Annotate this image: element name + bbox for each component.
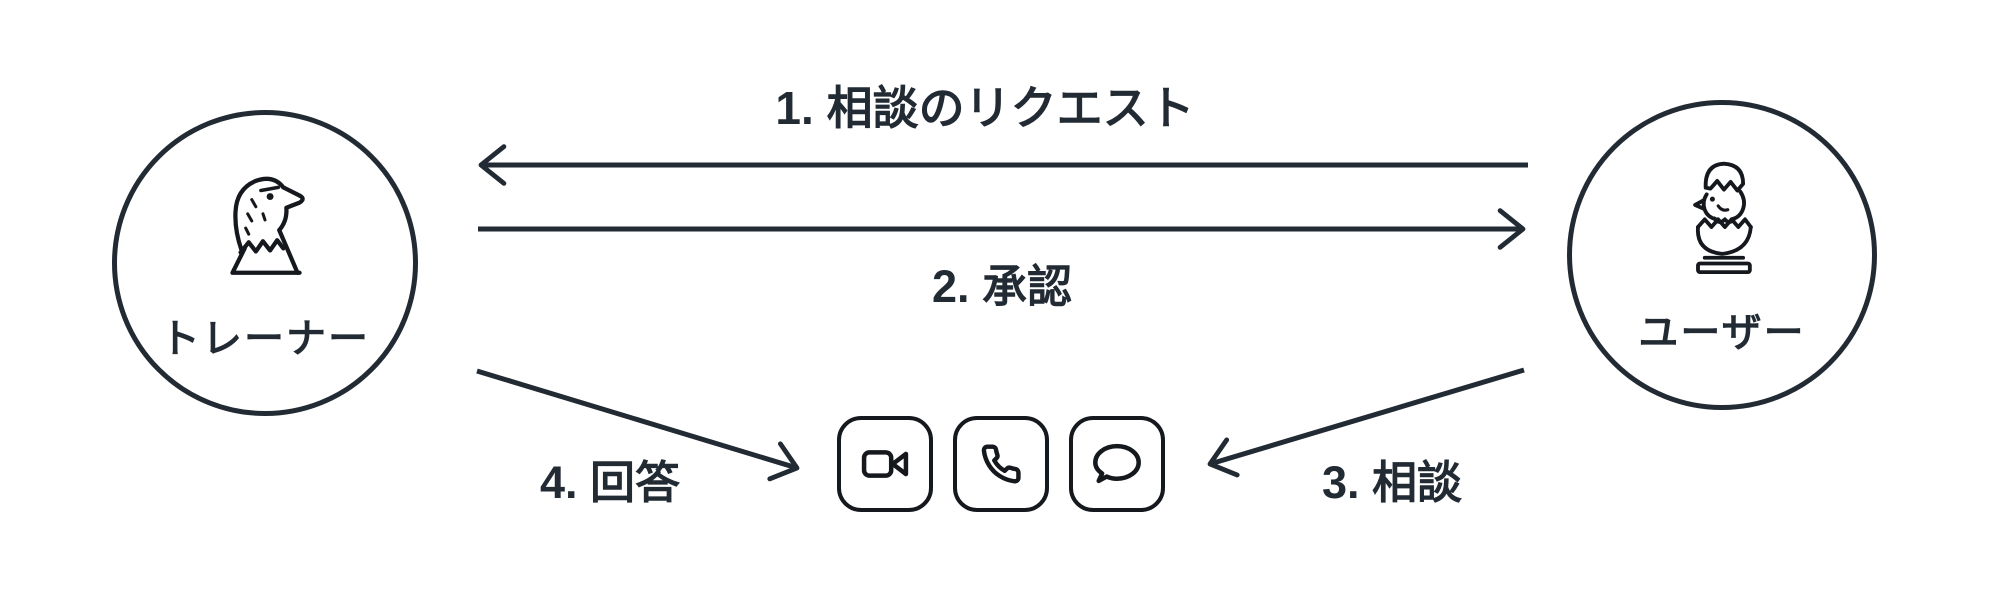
video-call-chip (837, 416, 933, 512)
trainer-label: トレーナー (160, 316, 370, 361)
eagle-icon (204, 163, 326, 290)
phone-icon (970, 433, 1032, 495)
step-answer-label: 4. 回答 (539, 457, 681, 508)
step-consultation-label: 3. 相談 (1321, 457, 1463, 508)
step-request-label: 1. 相談のリクエスト (775, 82, 1195, 134)
video-camera-icon (854, 433, 916, 495)
hatching-chick-icon (1674, 152, 1770, 284)
phone-call-chip (953, 416, 1049, 512)
arrow-answer-to-channels (476, 368, 800, 482)
channel-icons-row (837, 416, 1165, 512)
actor-user: ユーザー (1567, 100, 1877, 410)
actor-trainer: トレーナー (112, 110, 418, 416)
arrow-consultation-to-channels (1207, 367, 1525, 478)
chat-chip (1069, 416, 1165, 512)
user-label: ユーザー (1638, 311, 1806, 355)
chat-bubble-icon (1086, 433, 1148, 495)
step-approval-label: 2. 承認 (931, 261, 1073, 312)
